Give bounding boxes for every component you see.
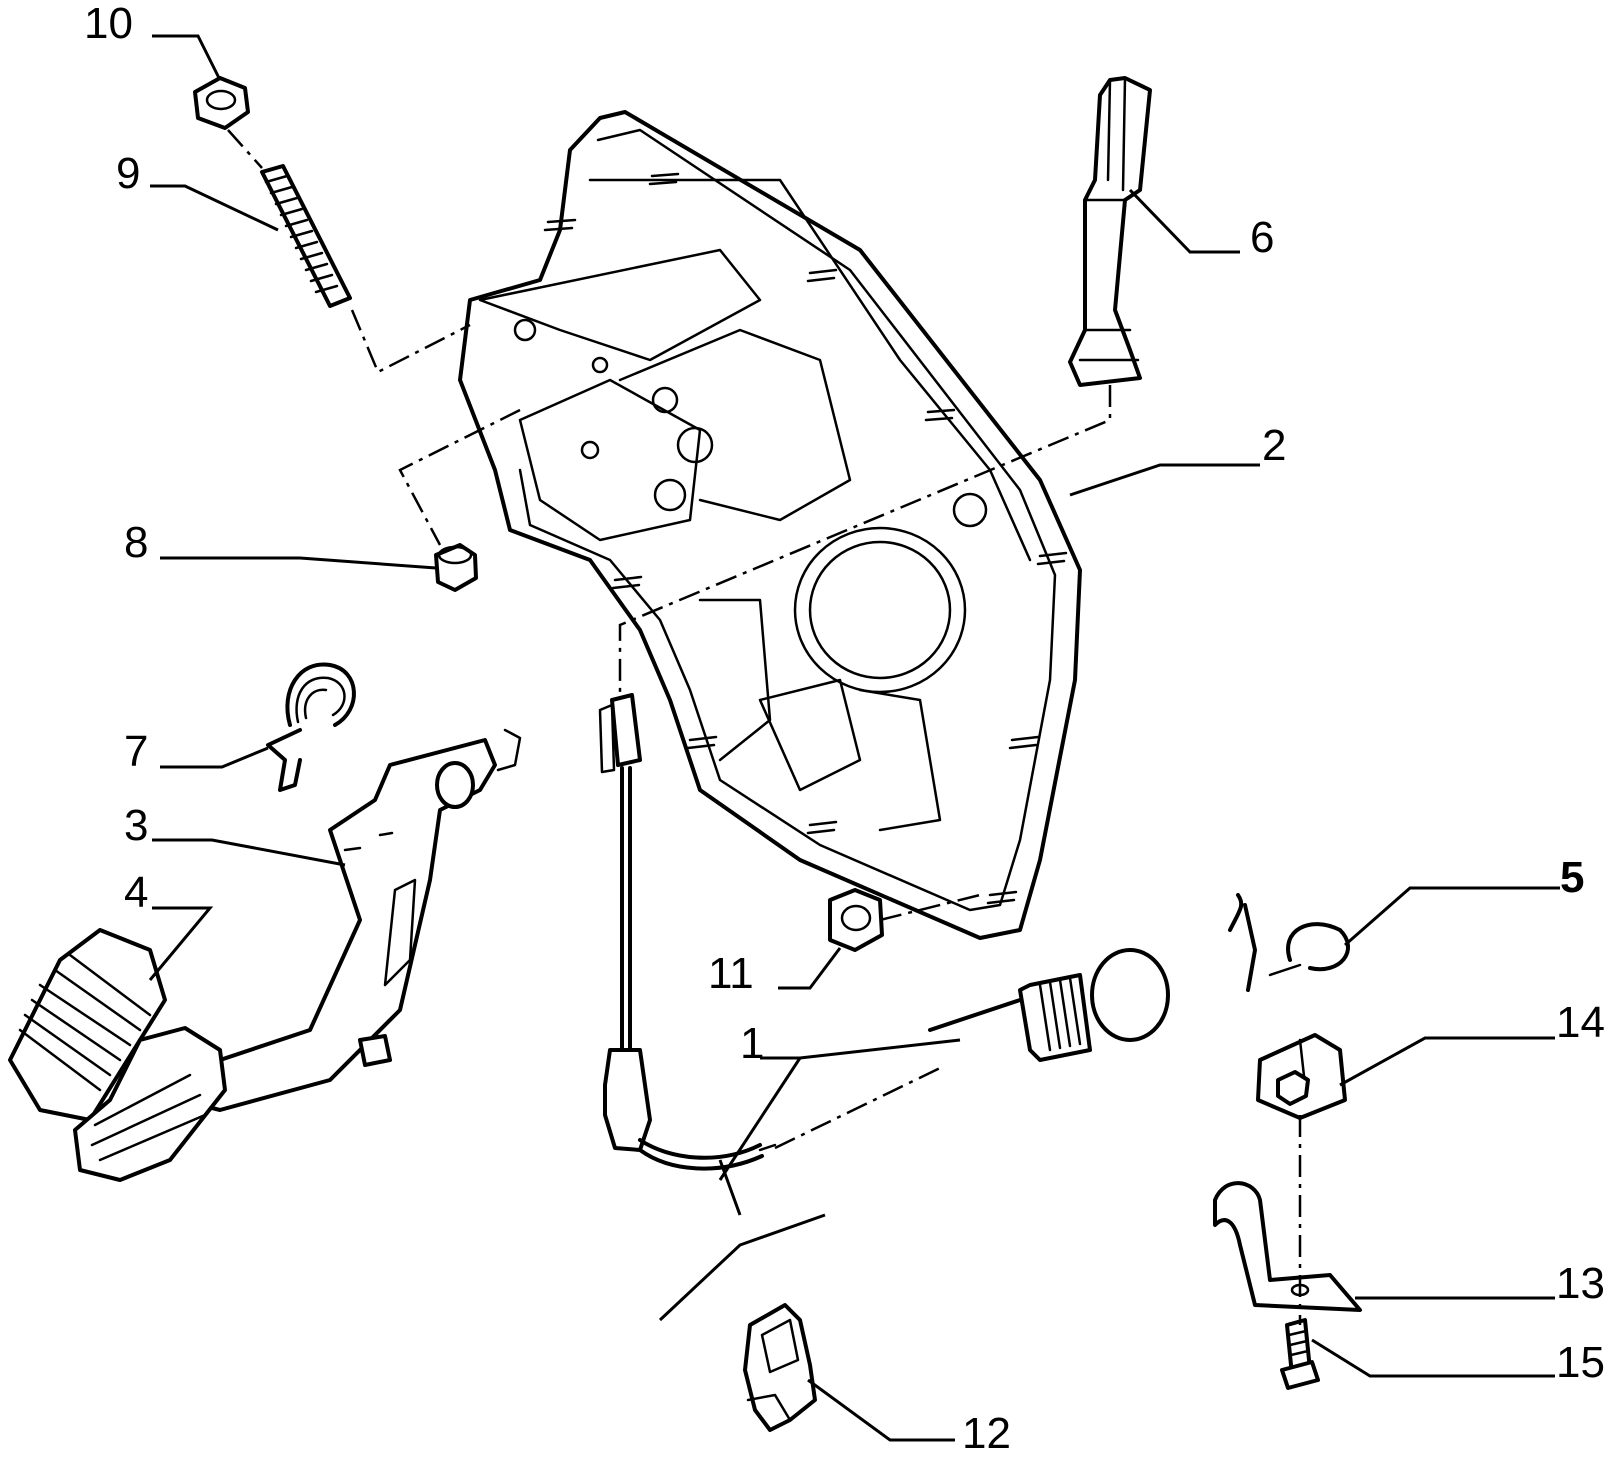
part-11-flange-nut <box>828 888 884 952</box>
part-13-clamp <box>1213 1181 1362 1312</box>
callout-6: 6 <box>1250 213 1274 262</box>
callout-5: 5 <box>1560 853 1584 902</box>
callout-1: 1 <box>740 1019 764 1068</box>
callout-labels: 10 9 6 2 8 7 3 4 5 11 1 14 13 15 12 <box>84 0 1605 1458</box>
callout-3: 3 <box>124 801 148 850</box>
part-6-switch <box>1068 76 1152 387</box>
callout-14: 14 <box>1556 998 1605 1047</box>
part-1-cable <box>598 693 1170 1171</box>
part-4-pedal-pad <box>8 928 227 1182</box>
callout-9: 9 <box>116 149 140 198</box>
part-9-threaded-stud <box>260 164 352 308</box>
callout-15: 15 <box>1556 1338 1605 1387</box>
part-12-cable-clip <box>743 1303 817 1432</box>
part-5-clip <box>1228 893 1351 992</box>
part-10-nut <box>193 76 250 130</box>
part-2-pedal-bracket <box>458 110 1082 940</box>
callout-7: 7 <box>124 727 148 776</box>
part-15-bolt <box>1280 1318 1320 1390</box>
callout-4: 4 <box>124 868 148 917</box>
part-7-spring <box>266 662 356 792</box>
leader-lines <box>148 34 1560 1442</box>
part-14-bracket <box>1256 1033 1347 1120</box>
callout-8: 8 <box>124 518 148 567</box>
assembly-lines <box>227 129 1302 1325</box>
part-8-bush <box>434 543 478 592</box>
callout-2: 2 <box>1262 421 1286 470</box>
callout-10: 10 <box>84 0 133 48</box>
callout-11: 11 <box>708 949 754 998</box>
callout-13: 13 <box>1556 1259 1605 1308</box>
part-3-pedal-arm <box>178 728 522 1112</box>
callout-12: 12 <box>962 1409 1011 1458</box>
